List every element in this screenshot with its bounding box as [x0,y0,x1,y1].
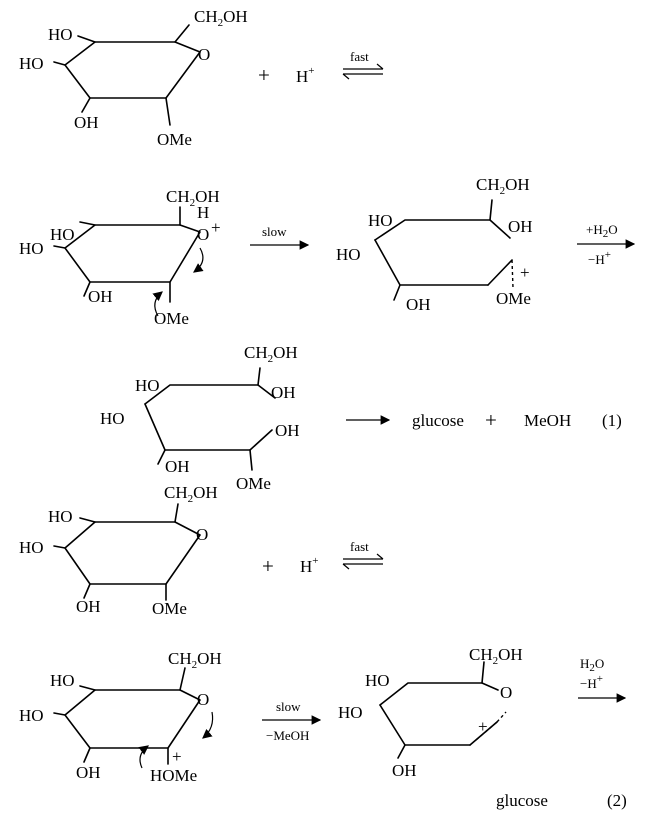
ho-label: HO [19,54,44,73]
product-glucose: glucose [412,411,464,430]
ch2oh-label: CH2OH [244,343,298,365]
ho-label: HO [365,671,390,690]
fast-condition: fast [350,49,369,64]
protonated-aglycone-structure: CH2OH O HO HO OH + HOMe [19,649,222,785]
ho-label: HO [50,671,75,690]
ho-label: HO [338,703,363,722]
positive-charge: + [478,717,488,736]
proton-label: H+ [296,65,315,86]
hydration-arrow: +H2O −H+ [577,222,636,267]
oh-label: OH [88,287,113,306]
minus-methanol-condition: −MeOH [266,728,309,743]
ome-label: OMe [496,289,531,308]
ch2oh-label: CH2OH [476,175,530,197]
ring-oxygen-label: O [196,525,208,544]
oh-label: OH [76,763,101,782]
positive-charge: + [172,747,182,766]
slow-condition: slow [276,699,301,714]
ho-label: HO [19,706,44,725]
glucoside-structure-1: CH2OH O HO HO OH OMe [19,7,248,149]
fast-condition: fast [350,539,369,554]
oh-label: OH [271,383,296,402]
proton-label: H+ [300,555,319,576]
slow-condition: slow [262,224,287,239]
ch2oh-label: CH2OH [469,645,523,667]
ho-label: HO [100,409,125,428]
glucoside-structure-2: CH2OH O HO HO OH OMe [19,483,218,618]
protonated-glucoside-structure: CH2OH H O + HO HO OH OMe [19,187,221,328]
oh-label: OH [76,597,101,616]
ho-label: HO [336,245,361,264]
curved-arrow [202,711,214,739]
equilibrium-arrow-2: fast [342,539,384,570]
oh-label: OH [392,761,417,780]
plus-sign: + [485,408,497,432]
minus-proton-condition: −H+ [580,673,603,691]
positive-charge: + [211,218,221,237]
ho-label: HO [48,25,73,44]
oh-label: OH [406,295,431,314]
cyclic-oxocarbenium-structure: CH2OH O + HO HO OH [338,645,523,780]
ho-label: HO [135,376,160,395]
ho-label: HO [19,239,44,258]
ring-oxygen-label: O [197,690,209,709]
oh-label: OH [508,217,533,236]
slow-arrow-2: slow −MeOH [262,699,322,743]
ho-label: HO [50,225,75,244]
slow-arrow-1: slow [250,224,310,250]
plus-sign: + [258,63,270,87]
ch2oh-label: CH2OH [166,187,220,209]
hemiacetal-structure: CH2OH OH HO HO OH OH OMe [100,343,300,493]
oh-label: OH [275,421,300,440]
ring-oxygen-label: O [197,225,209,244]
curved-arrow [193,247,204,273]
product-methanol: MeOH [524,411,571,430]
product-glucose: glucose [496,791,548,810]
ho-label: HO [48,507,73,526]
oxocarbenium-structure: CH2OH OH HO HO OH + OMe [336,175,533,314]
homs-label: HOMe [150,766,197,785]
equation-number-1: (1) [602,411,622,430]
ring-oxygen-label: O [500,683,512,702]
positive-charge: + [520,263,530,282]
plus-water-condition: +H2O [586,222,618,240]
minus-proton-condition: −H+ [588,249,611,267]
water-condition: H2O [580,656,604,674]
ho-label: HO [368,211,393,230]
ch2oh-label: CH2OH [194,7,248,29]
ome-label: OMe [154,309,189,328]
equation-number-2: (2) [607,791,627,810]
oh-label: OH [165,457,190,476]
ch2oh-label: CH2OH [164,483,218,505]
oh-label: OH [74,113,99,132]
curved-arrow [152,291,163,317]
ome-label: OMe [236,474,271,493]
ome-label: OMe [157,130,192,149]
ch2oh-label: CH2OH [168,649,222,671]
proton-h-label: H [197,203,209,222]
ho-label: HO [19,538,44,557]
plus-sign: + [262,554,274,578]
ring-oxygen-label: O [198,45,210,64]
water-capture-arrow: H2O −H+ [578,656,627,703]
ome-label: OMe [152,599,187,618]
equilibrium-arrow-1: fast [342,49,384,80]
curved-arrow [138,745,149,769]
